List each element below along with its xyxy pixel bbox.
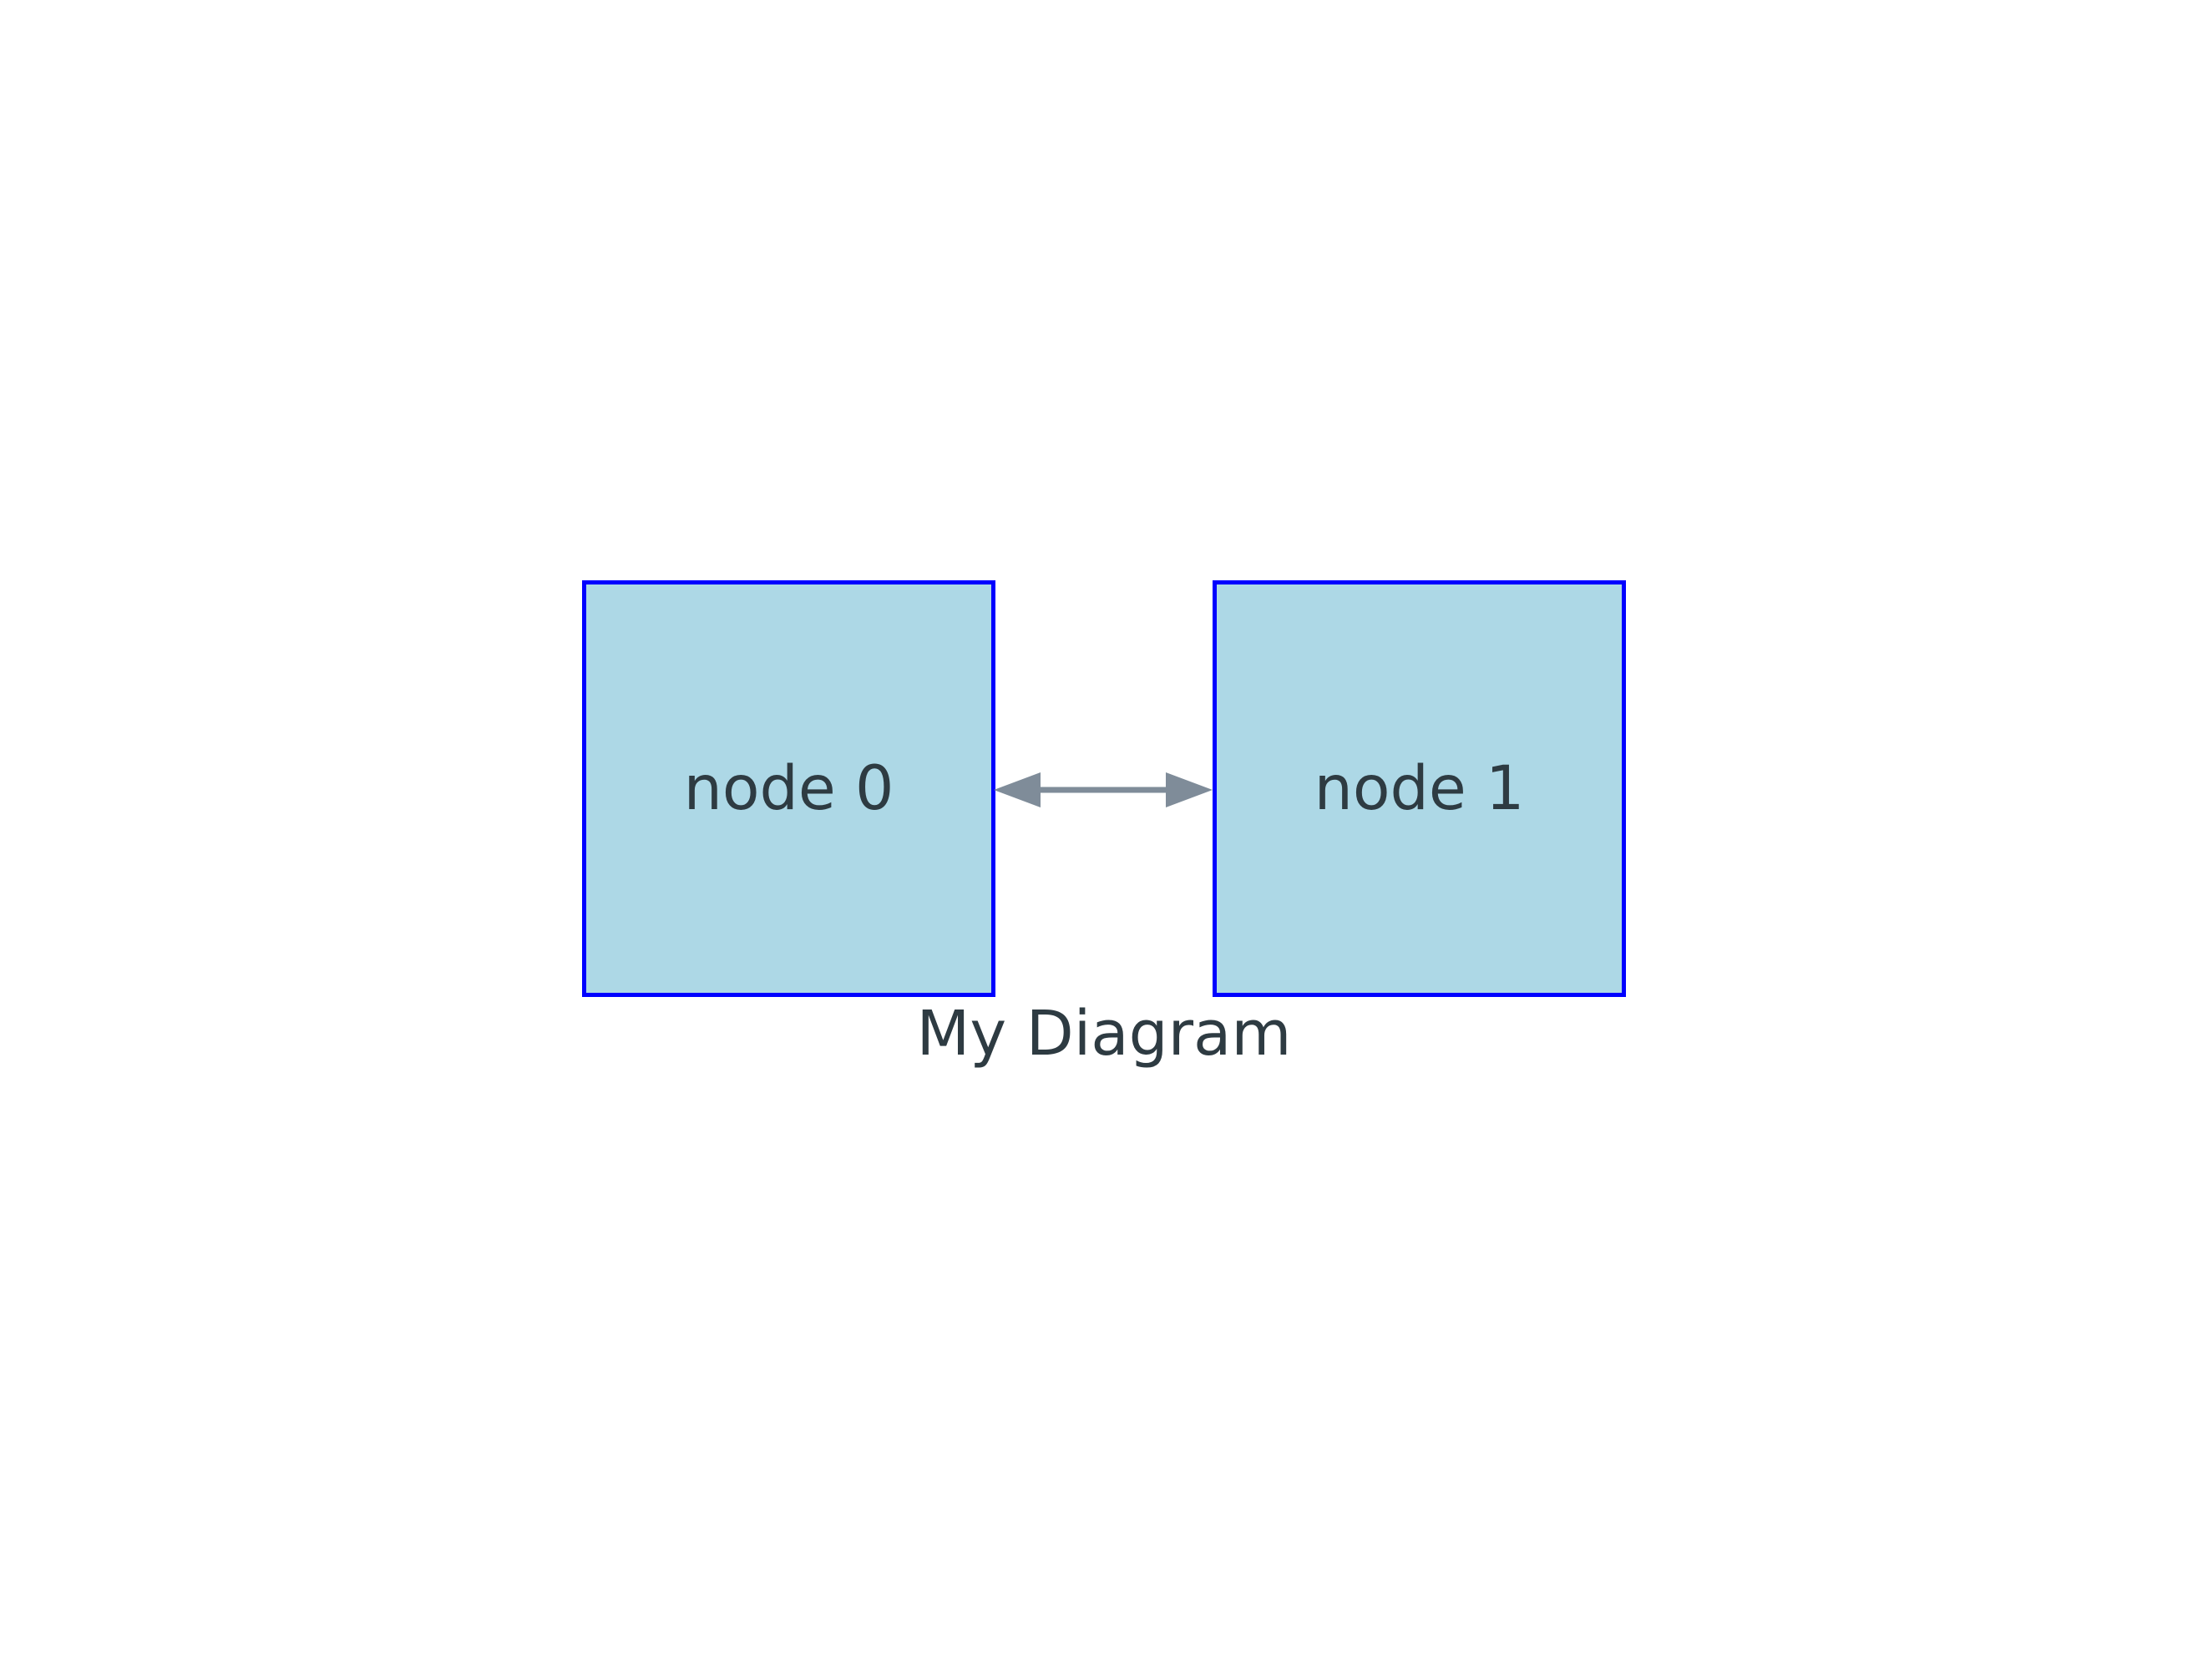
node-label-0: node 0 xyxy=(683,753,894,824)
arrow-left-head-icon xyxy=(994,772,1041,807)
node-label-1: node 1 xyxy=(1314,753,1525,824)
node-box-0: node 0 xyxy=(582,580,995,997)
arrow-shaft xyxy=(1034,787,1172,793)
bidirectional-arrow xyxy=(994,772,1213,807)
node-box-1: node 1 xyxy=(1213,580,1626,997)
diagram-title: My Diagram xyxy=(916,998,1292,1070)
arrow-right-head-icon xyxy=(1166,772,1213,807)
